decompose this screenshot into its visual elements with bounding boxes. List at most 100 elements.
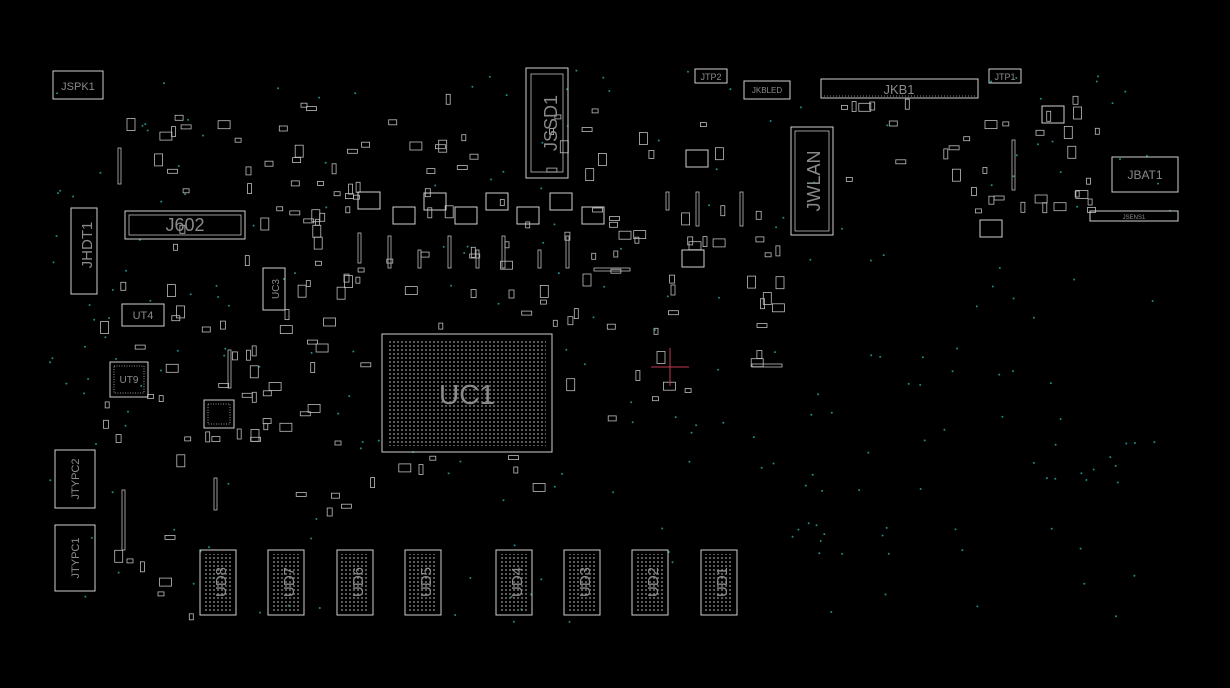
via bbox=[1012, 297, 1015, 300]
passive-component bbox=[948, 145, 960, 151]
via bbox=[310, 537, 313, 540]
passive-component bbox=[164, 535, 176, 540]
connector-jwlan[interactable]: JWLAN bbox=[790, 126, 834, 236]
via bbox=[620, 247, 622, 250]
via bbox=[752, 436, 755, 439]
passive-component bbox=[268, 382, 282, 391]
via bbox=[821, 489, 824, 492]
via bbox=[951, 370, 954, 373]
passive-component bbox=[326, 507, 333, 517]
via bbox=[671, 561, 674, 564]
passive-component bbox=[895, 159, 907, 165]
passive-component bbox=[549, 128, 554, 135]
connector-jhdt1[interactable]: JHDT1 bbox=[70, 207, 98, 295]
connector-jspk1[interactable]: JSPK1 bbox=[52, 70, 104, 100]
passive-component bbox=[417, 249, 422, 269]
via bbox=[361, 441, 364, 443]
connector-jtp1[interactable]: JTP1 bbox=[988, 68, 1022, 84]
chip-pu-small[interactable] bbox=[203, 399, 235, 429]
passive-component bbox=[231, 351, 238, 361]
inductor bbox=[423, 192, 447, 211]
passive-component bbox=[134, 344, 146, 350]
passive-component bbox=[176, 454, 186, 468]
label-ud6: UD6 bbox=[350, 567, 367, 597]
passive-component bbox=[262, 418, 272, 425]
via bbox=[83, 392, 86, 395]
passive-component bbox=[591, 108, 599, 114]
passive-component bbox=[245, 166, 252, 176]
connector-jkb1[interactable]: JKB1 bbox=[820, 78, 979, 99]
via bbox=[907, 382, 910, 385]
via bbox=[553, 223, 556, 226]
via bbox=[881, 534, 884, 537]
label-jwlan: JWLAN bbox=[804, 150, 824, 211]
chip-ud2[interactable]: UD2 bbox=[631, 549, 669, 616]
via bbox=[998, 266, 1001, 269]
via bbox=[177, 165, 180, 167]
passive-component bbox=[851, 101, 857, 112]
via bbox=[115, 357, 118, 360]
chip-ud8[interactable]: UD8 bbox=[199, 549, 237, 616]
passive-component bbox=[668, 310, 679, 316]
passive-component bbox=[687, 236, 694, 246]
passive-component bbox=[300, 102, 308, 108]
connector-jkbled[interactable]: JKBLED bbox=[743, 80, 791, 100]
passive-component bbox=[179, 224, 186, 234]
passive-component bbox=[760, 298, 765, 310]
passive-component bbox=[532, 482, 546, 492]
via bbox=[318, 96, 321, 99]
passive-component bbox=[975, 208, 982, 214]
connector-jssd1[interactable]: JSSD1 bbox=[525, 67, 569, 179]
connector-jtypc2[interactable]: JTYPC2 bbox=[54, 449, 96, 509]
chip-ud5[interactable]: UD5 bbox=[404, 549, 442, 616]
via bbox=[434, 184, 437, 187]
passive-component bbox=[205, 431, 211, 443]
chip-uc3[interactable]: UC3 bbox=[262, 267, 286, 311]
chip-ud4[interactable]: UD4 bbox=[495, 549, 533, 616]
via bbox=[1153, 441, 1156, 444]
via bbox=[1050, 527, 1053, 530]
via bbox=[882, 254, 885, 257]
passive-component bbox=[370, 477, 376, 489]
via bbox=[65, 382, 68, 385]
passive-component bbox=[469, 153, 479, 160]
chip-ud6[interactable]: UD6 bbox=[336, 549, 374, 616]
connector-jbat1[interactable]: JBAT1 bbox=[1111, 156, 1179, 193]
chip-ud3[interactable]: UD3 bbox=[563, 549, 601, 616]
via bbox=[810, 413, 813, 416]
passive-component bbox=[943, 148, 949, 160]
via bbox=[454, 614, 457, 616]
chip-ud7[interactable]: UD7 bbox=[267, 549, 305, 616]
passive-component bbox=[775, 276, 785, 290]
passive-component bbox=[234, 137, 242, 143]
via bbox=[841, 227, 843, 230]
passive-component bbox=[289, 210, 301, 216]
passive-component bbox=[755, 236, 765, 243]
passive-component bbox=[299, 411, 311, 417]
passive-component bbox=[276, 206, 284, 212]
passive-component bbox=[739, 191, 744, 227]
chip-ud1[interactable]: UD1 bbox=[700, 549, 738, 616]
via bbox=[772, 462, 775, 465]
connector-jsens1[interactable]: JSENS1 bbox=[1089, 210, 1179, 222]
connector-jtypc1[interactable]: JTYPC1 bbox=[54, 524, 96, 592]
passive-component bbox=[554, 114, 562, 120]
label-uc3: UC3 bbox=[271, 279, 282, 299]
passive-component bbox=[499, 199, 505, 206]
via bbox=[104, 336, 107, 339]
passive-component bbox=[566, 378, 576, 392]
via bbox=[791, 535, 794, 538]
label-ud2: UD2 bbox=[645, 567, 662, 597]
passive-component bbox=[607, 415, 617, 422]
via bbox=[277, 87, 280, 90]
chip-ut4[interactable]: UT4 bbox=[121, 303, 165, 327]
via bbox=[991, 285, 994, 288]
via bbox=[688, 460, 691, 463]
chip-uc1[interactable]: UC1 bbox=[381, 333, 553, 453]
label-jtypc2: JTYPC2 bbox=[70, 459, 82, 500]
connector-jtp2[interactable]: JTP2 bbox=[694, 68, 728, 84]
connector-j602[interactable]: J602 bbox=[124, 210, 246, 240]
chip-ut9[interactable]: UT9 bbox=[109, 361, 149, 398]
passive-component bbox=[1011, 139, 1016, 191]
